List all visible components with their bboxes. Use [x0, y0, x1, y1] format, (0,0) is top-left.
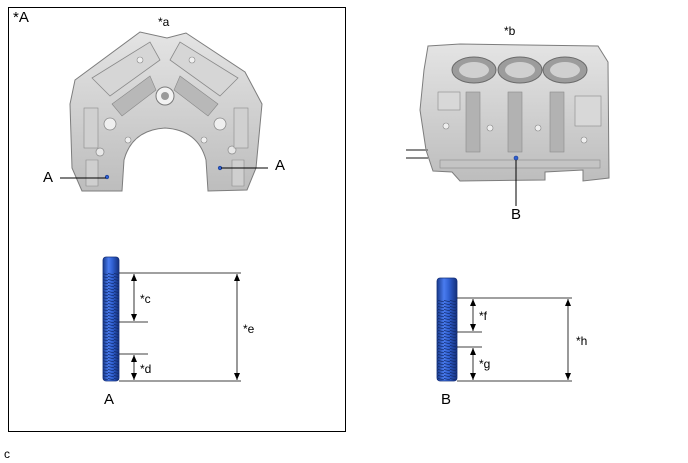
stud-location-a-left	[104, 174, 110, 180]
panel-label: *A	[13, 9, 29, 26]
dim-label-g: *g	[479, 357, 491, 371]
stud-a-caption: A	[104, 391, 115, 408]
figure-code: c	[4, 447, 10, 461]
dimension-lines-b	[457, 297, 572, 382]
dim-label-c: *c	[140, 292, 151, 306]
dim-label-e: *e	[243, 322, 255, 336]
diagram-frame-a	[8, 7, 346, 432]
stud-bolt-a	[102, 256, 120, 382]
stud-b-callout: B	[511, 206, 522, 223]
dim-label-d: *d	[140, 362, 152, 376]
dimension-arrows-a	[131, 274, 240, 380]
stud-a-callout-right: A	[275, 157, 286, 174]
dimension-lines-a	[119, 272, 241, 382]
stud-a-callout-left: A	[43, 169, 54, 186]
view-a-label: *a	[158, 15, 170, 29]
dim-label-h: *h	[576, 334, 588, 348]
dimension-arrows-b	[470, 299, 571, 380]
engine-block-front-view	[69, 31, 263, 192]
dim-label-f: *f	[479, 309, 488, 323]
view-b-label: *b	[504, 24, 516, 38]
stud-bolt-b	[436, 277, 458, 382]
stud-location-b	[513, 155, 519, 161]
engine-block-side-view	[406, 43, 610, 182]
stud-b-caption: B	[441, 391, 452, 408]
